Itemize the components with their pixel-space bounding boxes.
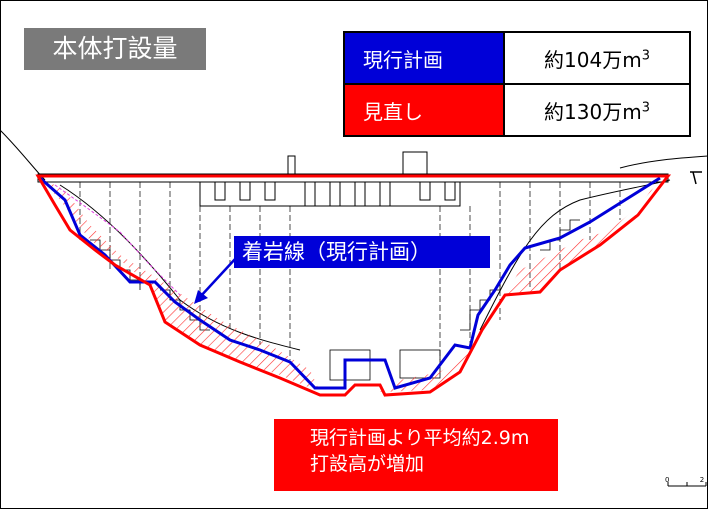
rock-line-callout: 着岩線（現行計画） xyxy=(234,236,490,268)
terrain-inner-right xyxy=(479,179,671,331)
revised-volume: 約130万m3 xyxy=(503,83,691,137)
terrain-line-left xyxy=(0,129,46,181)
scale-bar xyxy=(667,482,707,487)
callout-arrowhead xyxy=(194,290,208,304)
current-plan-volume-unit-exponent: 3 xyxy=(641,47,650,63)
increase-note-line-1: 現行計画より平均約2.9m xyxy=(310,427,530,449)
right-marker xyxy=(690,171,702,185)
current-plan-volume: 約104万m3 xyxy=(503,31,691,85)
revised-hatch-right xyxy=(505,178,660,295)
current-plan-label: 現行計画 xyxy=(343,31,505,85)
revised-hatch-bottom xyxy=(380,330,480,392)
table-row-current-plan: 現行計画 約104万m3 xyxy=(343,31,691,85)
increase-note-line-2: 打設高が増加 xyxy=(310,453,425,475)
scale-start-label: 0 xyxy=(665,476,670,484)
reference-line xyxy=(54,184,181,296)
revised-rock-line xyxy=(35,174,672,397)
page-title: 本体打設量 xyxy=(24,28,206,70)
increase-note: 現行計画より平均約2.9m 打設高が増加 xyxy=(274,419,558,491)
revised-hatch-left xyxy=(40,178,320,392)
current-plan-volume-text: 約104万m xyxy=(544,47,642,72)
table-row-revised: 見直し 約130万m3 xyxy=(343,83,691,137)
revised-volume-text: 約130万m xyxy=(544,99,642,124)
revised-volume-unit-exponent: 3 xyxy=(641,99,650,115)
spillway-gates xyxy=(199,181,461,207)
terrain-line-right xyxy=(619,155,708,169)
current-plan-rock-line xyxy=(39,176,661,390)
scale-end-label: 2 xyxy=(699,476,705,484)
scale-labels: 0 2 xyxy=(665,476,704,484)
revised-label: 見直し xyxy=(343,83,505,137)
volume-table: 現行計画 約104万m3 見直し 約130万m3 xyxy=(343,31,691,137)
crest-post xyxy=(287,155,296,175)
crest-building xyxy=(402,151,428,175)
callout-arrow xyxy=(199,257,237,298)
